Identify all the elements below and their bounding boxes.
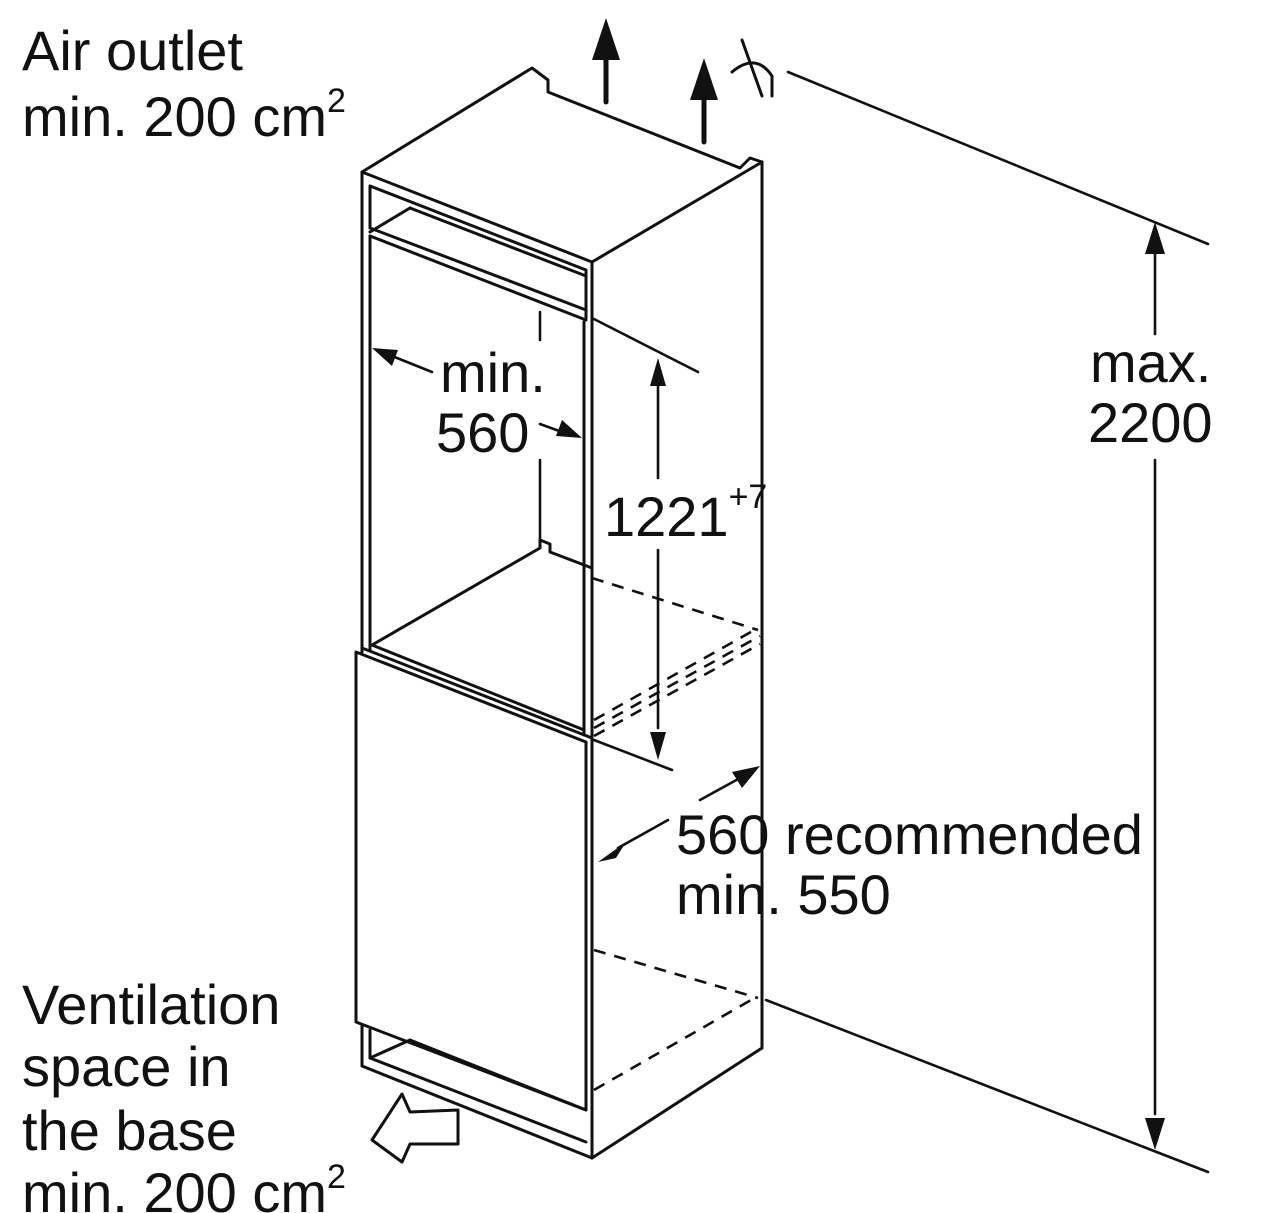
ventilation-label-line3: the base (22, 1099, 237, 1162)
air-outlet-arrow-icon (592, 18, 718, 145)
air-inlet-arrow-icon (370, 1092, 460, 1164)
hidden-lines (591, 576, 761, 1092)
ceiling-symbol-icon (730, 38, 774, 98)
depth-recommended-label: 560 recommended (676, 803, 1143, 866)
ventilation-label-line2: space in (22, 1035, 231, 1098)
air-outlet-label: Air outlet (22, 19, 243, 82)
niche-height-dimension (590, 316, 700, 772)
niche-width-dimension (372, 348, 582, 438)
width-min-label: min. (440, 341, 546, 404)
max-height-dimension (764, 70, 1210, 1174)
max-height-value: 2200 (1088, 391, 1213, 454)
cabinet-outline (360, 66, 764, 1160)
ventilation-area-label: min. 200 cm2 (22, 1158, 346, 1213)
niche-height-label: 1221+7 (604, 478, 767, 548)
max-height-label: max. (1090, 331, 1211, 394)
air-outlet-area-label: min. 200 cm2 (22, 82, 346, 148)
depth-dimension (598, 766, 760, 862)
appliance-door (354, 646, 594, 1160)
width-value-label: 560 (436, 401, 529, 464)
depth-min-label: min. 550 (676, 863, 891, 926)
ventilation-label-line1: Ventilation (22, 973, 280, 1036)
